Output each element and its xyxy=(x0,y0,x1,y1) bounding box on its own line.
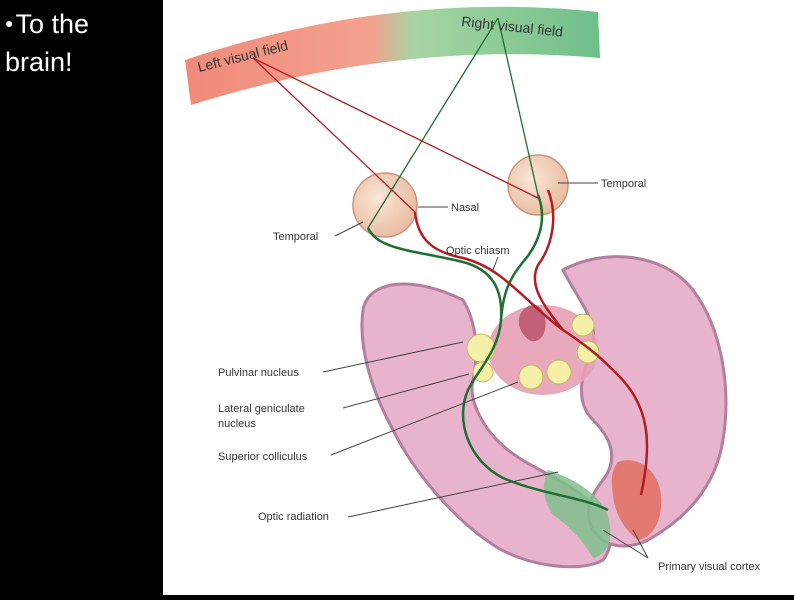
label-temporal-right: Temporal xyxy=(601,178,646,190)
visual-field-band xyxy=(185,6,600,105)
brain-cross-section xyxy=(360,255,728,569)
label-optic-radiation: Optic radiation xyxy=(258,511,329,523)
right-eye xyxy=(507,154,569,216)
pulvinar-nucleus xyxy=(466,333,496,363)
green-pathway-right-eye xyxy=(499,194,544,321)
label-leaders xyxy=(322,182,649,559)
label-nasal: Nasal xyxy=(451,202,479,214)
lgn-right xyxy=(576,340,600,364)
optic-pathways xyxy=(366,189,649,512)
bullet-line-1: To the xyxy=(15,9,90,39)
label-superior-colliculus: Superior colliculus xyxy=(218,451,308,463)
bullet-icon: ● xyxy=(5,14,14,31)
red-pathway-right-eye xyxy=(533,189,564,331)
visual-cortex-red xyxy=(611,460,662,540)
label-optic-chiasm: Optic chiasm xyxy=(446,245,510,257)
green-pathway xyxy=(366,227,609,512)
label-pulvinar-nucleus: Pulvinar nucleus xyxy=(218,367,299,379)
superior-colliculus-right xyxy=(546,359,572,385)
bullet-item: ●To the brain! xyxy=(5,6,89,80)
superior-colliculus-left xyxy=(518,364,544,390)
bullet-line-2: brain! xyxy=(5,46,73,77)
visual-pathway-figure: Left visual field Right visual field Tem… xyxy=(163,0,794,595)
visual-cortex-green xyxy=(543,470,611,558)
pulvinar-right xyxy=(571,313,595,337)
visual-pathway-diagram: Left visual field Right visual field Tem… xyxy=(185,6,761,573)
ventricle xyxy=(518,304,546,342)
label-lateral-geniculate-1: Lateral geniculate xyxy=(218,403,305,415)
label-temporal-left: Temporal xyxy=(273,231,318,243)
field-rays xyxy=(252,17,539,229)
left-eye xyxy=(352,172,418,238)
lgn-left xyxy=(472,361,494,383)
label-lateral-geniculate-2: nucleus xyxy=(218,418,256,430)
slide-sidebar: ●To the brain! xyxy=(0,0,163,595)
label-primary-visual-cortex: Primary visual cortex xyxy=(658,561,761,573)
